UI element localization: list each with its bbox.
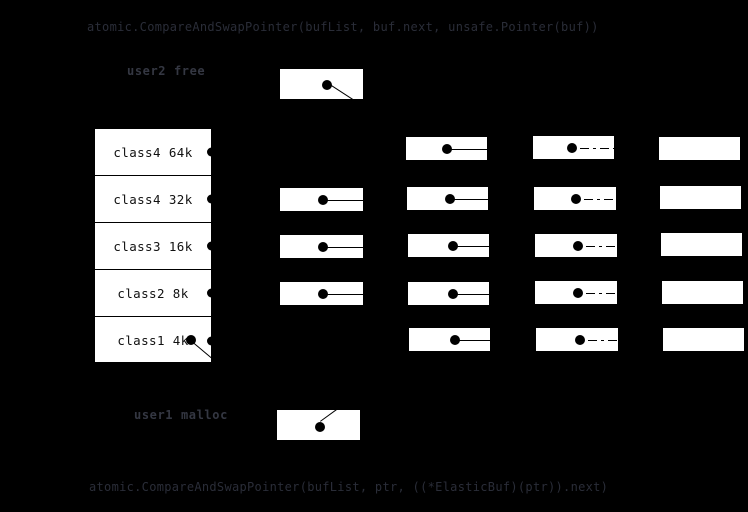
- chain-link-dashdot: [599, 292, 602, 294]
- chain-node: [534, 233, 622, 258]
- chain-link-dashdot: [600, 147, 609, 149]
- user2-free-label: user2 free: [127, 64, 206, 78]
- chain-link-dashdot: [604, 198, 613, 200]
- class1-inline-dot: [186, 335, 196, 345]
- chain-node-dot: [567, 143, 577, 153]
- chain-link-solid: [451, 149, 496, 150]
- chain-link-solid: [459, 340, 504, 341]
- chain-link-dashdot: [619, 292, 622, 294]
- chain-node: [279, 281, 372, 306]
- user1-malloc-label: user1 malloc: [134, 408, 228, 422]
- chain-link-solid: [327, 200, 372, 201]
- class-row-label: class3 16k: [113, 238, 193, 254]
- chain-node: [532, 135, 616, 160]
- chain-link-dashdot: [597, 198, 600, 200]
- chain-link-dashdot: [593, 147, 596, 149]
- class-row-head-dot: [207, 336, 216, 345]
- chain-node: [407, 281, 502, 306]
- class-row-label: class4 64k: [113, 144, 193, 160]
- class-row-head-dot: [207, 241, 216, 251]
- chain-node: [279, 187, 372, 212]
- chain-node-tail: [658, 136, 741, 161]
- malloc-buffer-node: [276, 409, 361, 441]
- free-buffer-node: [279, 68, 364, 100]
- chain-link-dashdot: [621, 339, 624, 341]
- chain-node-dot: [573, 288, 583, 298]
- class-row-label: class1 4k: [117, 333, 189, 348]
- chain-link-dashdot: [606, 245, 615, 247]
- chain-node: [408, 327, 504, 352]
- chain-node-dot: [448, 289, 458, 299]
- chain-node-dot: [573, 241, 583, 251]
- class-row[interactable]: class3 16k: [95, 223, 216, 270]
- chain-link-dashdot: [580, 147, 589, 149]
- class-row-head-dot: [207, 288, 216, 298]
- chain-node-dot: [448, 241, 458, 251]
- chain-node-dot: [575, 335, 585, 345]
- class-row-label: class4 32k: [113, 191, 193, 207]
- chain-node: [407, 233, 502, 258]
- class-row[interactable]: class2 8k: [95, 270, 216, 317]
- size-class-list: class4 64k class4 32k class3 16k class2 …: [94, 128, 216, 364]
- chain-node-dot: [571, 194, 581, 204]
- chain-node-tail: [661, 280, 744, 305]
- cas-bottom-expression: atomic.CompareAndSwapPointer(bufList, pt…: [89, 480, 609, 494]
- chain-link-solid: [454, 199, 499, 200]
- chain-link-solid: [327, 294, 372, 295]
- chain-node-tail: [660, 232, 743, 257]
- chain-link-dashdot: [613, 147, 616, 149]
- chain-node-dot: [318, 195, 328, 205]
- chain-node-dot: [318, 242, 328, 252]
- class-row-head-dot: [207, 147, 216, 157]
- chain-node: [405, 136, 496, 161]
- chain-node: [533, 186, 620, 211]
- class-row-label: class2 8k: [117, 285, 189, 301]
- chain-node: [535, 327, 624, 352]
- chain-link-dashdot: [586, 245, 595, 247]
- chain-link-dashdot: [599, 245, 602, 247]
- chain-link-dashdot: [617, 198, 620, 200]
- chain-link-solid: [327, 247, 372, 248]
- chain-node-tail: [662, 327, 745, 352]
- chain-link-solid: [457, 294, 502, 295]
- chain-node: [406, 186, 499, 211]
- free-buffer-dot: [322, 80, 332, 90]
- chain-link-dashdot: [606, 292, 615, 294]
- chain-node-dot: [445, 194, 455, 204]
- malloc-buffer-dot: [315, 422, 325, 432]
- chain-node: [279, 234, 372, 259]
- class-row[interactable]: class1 4k: [95, 317, 216, 364]
- cas-top-expression: atomic.CompareAndSwapPointer(bufList, bu…: [87, 20, 599, 34]
- chain-node-dot: [318, 289, 328, 299]
- class-row-head-dot: [207, 194, 216, 204]
- chain-link-dashdot: [601, 339, 604, 341]
- class-row[interactable]: class4 64k: [95, 129, 216, 176]
- class-row[interactable]: class4 32k: [95, 176, 216, 223]
- chain-node-dot: [450, 335, 460, 345]
- chain-node: [534, 280, 622, 305]
- chain-link-dashdot: [584, 198, 593, 200]
- chain-node-dot: [442, 144, 452, 154]
- chain-link-dashdot: [619, 245, 622, 247]
- chain-node-tail: [659, 185, 742, 210]
- chain-link-solid: [457, 246, 502, 247]
- chain-link-dashdot: [588, 339, 597, 341]
- chain-link-dashdot: [586, 292, 595, 294]
- chain-link-dashdot: [608, 339, 617, 341]
